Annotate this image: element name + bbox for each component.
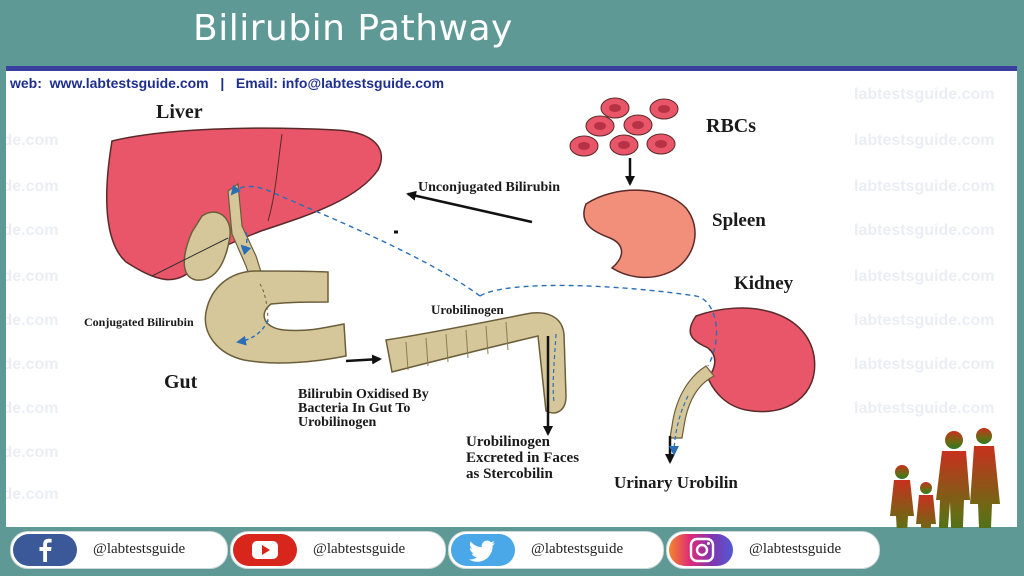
colon-inner-path xyxy=(552,333,557,403)
instagram-handle: @labtestsguide xyxy=(749,541,842,557)
twitter-handle: @labtestsguide xyxy=(531,541,624,557)
gallbladder xyxy=(183,211,231,281)
watermark: labtestsguide.com xyxy=(854,356,995,373)
colon-folds xyxy=(405,321,509,371)
spleen-label: Spleen xyxy=(712,210,766,231)
page-title: Bilirubin Pathway xyxy=(193,8,513,49)
urobilinogen-to-liver-path xyxy=(230,184,481,297)
pointer-line xyxy=(151,237,229,277)
social-bar: @labtestsguide @labtestsguide @labtestsg… xyxy=(6,528,1017,572)
watermark: labtestsguide.com xyxy=(854,222,995,239)
watermark: labtestsguide.com xyxy=(854,86,995,103)
excreted-line-3: as Stercobilin xyxy=(466,466,553,482)
colon-organ xyxy=(385,312,567,414)
liver-organ xyxy=(105,127,383,281)
urinary-label: Urinary Urobilin xyxy=(614,473,738,492)
web-label: web: xyxy=(10,75,42,91)
youtube-handle: @labtestsguide xyxy=(313,541,406,557)
gut-to-colon-arrow xyxy=(345,354,382,365)
twitter-link[interactable]: @labtestsguide xyxy=(448,531,664,569)
ureter xyxy=(669,365,715,439)
card-top-bar xyxy=(6,66,1017,71)
duct-to-gut-path xyxy=(236,319,269,346)
watermark: labtestsguide.com xyxy=(854,400,995,417)
youtube-link[interactable]: @labtestsguide xyxy=(230,531,446,569)
kidney-organ xyxy=(689,307,816,413)
oxidised-line-1: Bilirubin Oxidised By xyxy=(298,387,429,402)
diagram-card: labtestsguide.com labtestsguide.com labt… xyxy=(6,66,1017,527)
spleen-to-liver-arrow xyxy=(406,190,533,224)
watermark: labtestsguide.com xyxy=(6,356,59,373)
excreted-line-2: Excreted in Faces xyxy=(466,450,579,466)
instagram-link[interactable]: @labtestsguide xyxy=(666,531,880,569)
watermark: labtestsguide.com xyxy=(6,132,59,149)
twitter-icon xyxy=(468,540,495,562)
facebook-link[interactable]: @labtestsguide xyxy=(10,531,228,569)
watermark: labtestsguide.com xyxy=(854,312,995,329)
kidney-label: Kidney xyxy=(734,273,794,294)
youtube-icon xyxy=(252,541,278,559)
watermark: labtestsguide.com xyxy=(854,268,995,285)
spleen-organ xyxy=(583,189,696,279)
website-link[interactable]: www.labtestsguide.com xyxy=(49,75,209,91)
liver-lobe-line xyxy=(267,133,283,222)
youtube-badge xyxy=(233,534,297,566)
instagram-badge xyxy=(669,534,733,566)
separator: | xyxy=(220,75,225,91)
contact-line: web: www.labtestsguide.com | Email: info… xyxy=(10,75,444,91)
instagram-icon xyxy=(689,537,715,563)
watermark: labtestsguide.com xyxy=(854,178,995,195)
watermark: labtestsguide.com xyxy=(6,444,59,461)
urobilinogen-to-kidney-path xyxy=(479,284,718,367)
watermark: labtestsguide.com xyxy=(854,132,995,149)
excreted-line-1: Urobilinogen xyxy=(466,434,551,450)
watermark: labtestsguide.com xyxy=(6,178,59,195)
twitter-badge xyxy=(451,534,515,566)
rbcs-label: RBCs xyxy=(706,115,756,137)
gut-organ xyxy=(204,270,347,364)
liver-to-duct-path xyxy=(240,231,252,256)
oxidised-line-2: Bacteria In Gut To xyxy=(298,401,410,416)
watermark: labtestsguide.com xyxy=(6,400,59,417)
watermark: labtestsguide.com xyxy=(6,222,59,239)
email-link[interactable]: info@labtestsguide.com xyxy=(281,75,445,91)
liver-label: Liver xyxy=(156,101,203,123)
facebook-handle: @labtestsguide xyxy=(93,541,186,557)
email-label: Email: xyxy=(235,75,278,91)
gut-label: Gut xyxy=(164,371,198,393)
family-silhouette-icon xyxy=(890,428,1000,552)
conjugated-label: Conjugated Bilirubin xyxy=(84,315,194,329)
oxidised-line-3: Urobilinogen xyxy=(298,415,377,430)
watermark: labtestsguide.com xyxy=(6,312,59,329)
unconjugated-label: Unconjugated Bilirubin xyxy=(418,180,560,195)
facebook-icon xyxy=(39,538,52,562)
rbc-cluster xyxy=(569,97,679,157)
watermark: labtestsguide.com xyxy=(6,268,59,285)
facebook-badge xyxy=(13,534,77,566)
watermark: labtestsguide.com xyxy=(6,486,59,503)
urobilinogen-label: Urobilinogen xyxy=(431,302,504,317)
bilirubin-diagram: Liver RBCs Unconjugated Bilirubin Spleen… xyxy=(84,97,816,492)
